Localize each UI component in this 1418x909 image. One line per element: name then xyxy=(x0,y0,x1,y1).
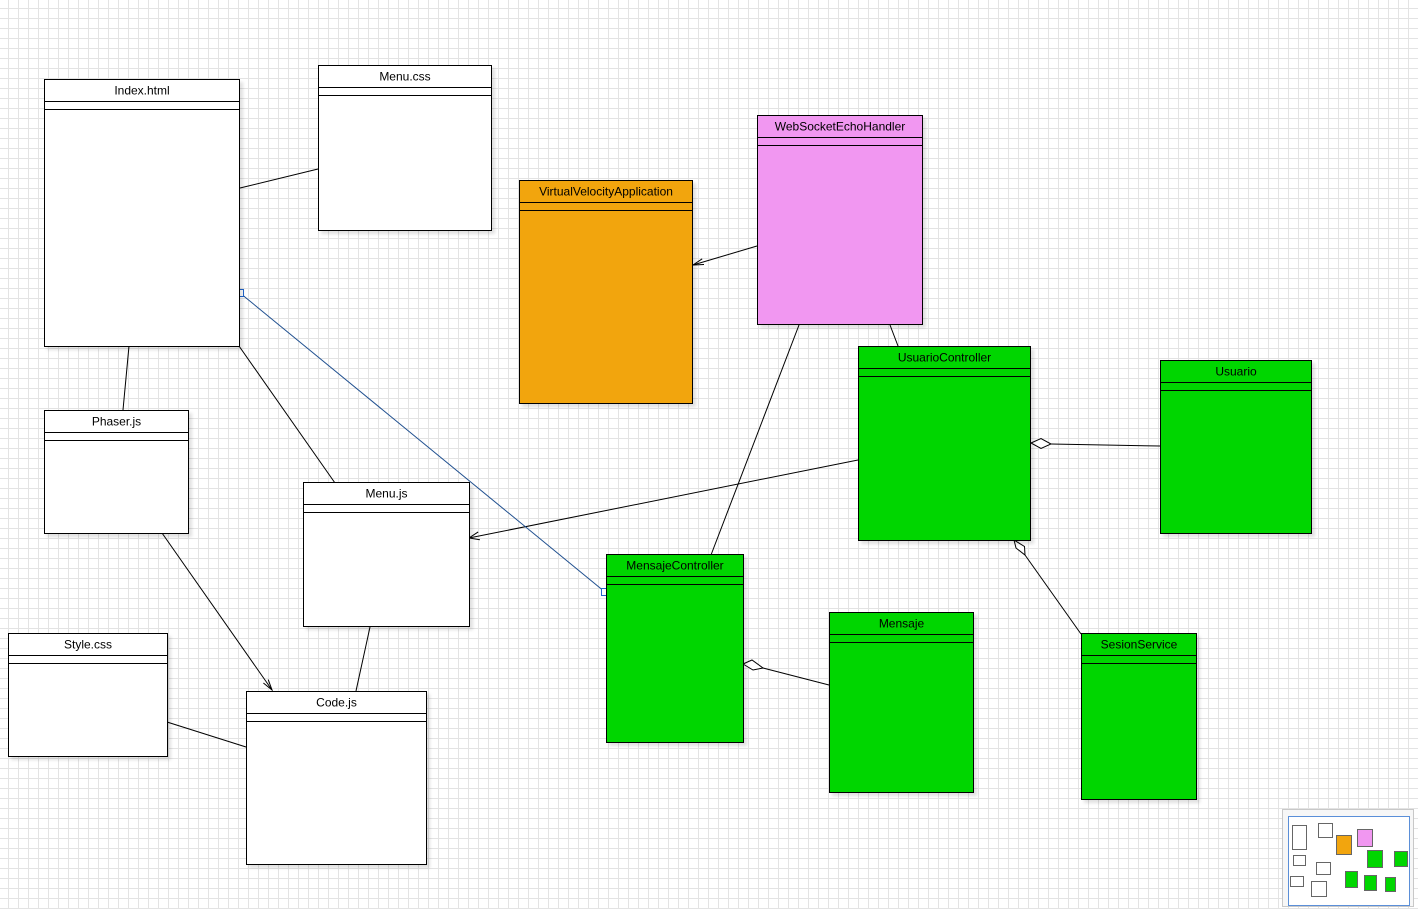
minimap-box-virtualvelocity xyxy=(1336,835,1352,855)
class-body-virtual-velocity xyxy=(519,180,693,404)
minimap-box-usuario xyxy=(1394,851,1408,867)
class-name-code-js: Code.js xyxy=(316,696,357,710)
class-box-phaser-js[interactable]: Phaser.js xyxy=(44,410,189,534)
connector-mensaje-to-mensajecontroller[interactable] xyxy=(762,667,830,686)
connector-index-to-menucss[interactable] xyxy=(239,168,319,189)
connector-menujs-to-code[interactable] xyxy=(355,626,371,692)
aggregation-diamond-usuariocontroller xyxy=(1029,437,1053,450)
class-box-mensaje[interactable]: Mensaje xyxy=(829,612,974,793)
connector-usuariocontroller-to-menujs[interactable] xyxy=(468,459,859,539)
minimap-box-menucss xyxy=(1318,823,1333,838)
minimap-box-websocket xyxy=(1357,829,1373,847)
class-box-usuario[interactable]: Usuario xyxy=(1160,360,1312,534)
minimap-box-code xyxy=(1311,881,1327,897)
class-body-usuario xyxy=(1160,360,1312,534)
class-body-phaser-js xyxy=(44,410,189,534)
class-body-sesion-service xyxy=(1081,633,1197,800)
aggregation-diamond-sesion xyxy=(1013,538,1026,557)
minimap-box-phaser xyxy=(1293,855,1306,866)
minimap-box-usuariocontroller xyxy=(1367,850,1383,868)
class-box-usuario-controller[interactable]: UsuarioController xyxy=(858,346,1031,541)
class-name-websocket-handler: WebSocketEchoHandler xyxy=(775,120,906,134)
minimap-box-index xyxy=(1292,825,1307,850)
minimap-box-mensajecontroller xyxy=(1345,871,1358,888)
class-body-style-css xyxy=(8,633,168,757)
connector-sesionservice-to-usuariocontroller[interactable] xyxy=(1024,554,1082,635)
class-box-index-html[interactable]: Index.html xyxy=(44,79,240,347)
class-name-menu-js: Menu.js xyxy=(365,487,407,501)
arrowhead-code xyxy=(263,679,274,692)
class-body-mensaje xyxy=(829,612,974,793)
class-box-style-css[interactable]: Style.css xyxy=(8,633,168,757)
connector-index-to-menujs[interactable] xyxy=(238,345,336,484)
class-box-code-js[interactable]: Code.js xyxy=(246,691,427,865)
class-box-websocket-handler[interactable]: WebSocketEchoHandler xyxy=(757,115,923,325)
minimap-box-sesion xyxy=(1385,877,1396,892)
class-box-menu-css[interactable]: Menu.css xyxy=(318,65,492,231)
class-name-style-css: Style.css xyxy=(64,638,112,652)
class-name-usuario: Usuario xyxy=(1215,365,1257,379)
minimap-box-menujs xyxy=(1316,862,1331,875)
class-box-menu-js[interactable]: Menu.js xyxy=(303,482,470,627)
class-box-sesion-service[interactable]: SesionService xyxy=(1081,633,1197,800)
class-name-index-html: Index.html xyxy=(114,84,169,98)
minimap-viewport[interactable] xyxy=(1288,816,1410,906)
class-name-mensaje: Mensaje xyxy=(879,617,925,631)
class-box-virtual-velocity[interactable]: VirtualVelocityApplication xyxy=(519,180,693,404)
class-body-menu-js xyxy=(303,482,470,627)
minimap-box-mensaje xyxy=(1364,875,1377,891)
class-body-code-js xyxy=(246,691,427,865)
class-body-mensaje-controller xyxy=(606,554,744,743)
selected-connector-index-to-mensajecontroller[interactable] xyxy=(239,292,606,593)
connector-usuario-to-usuariocontroller[interactable] xyxy=(1050,443,1161,447)
class-name-menu-css: Menu.css xyxy=(379,70,430,84)
class-box-mensaje-controller[interactable]: MensajeController xyxy=(606,554,744,743)
class-body-usuario-controller xyxy=(858,346,1031,541)
class-name-sesion-service: SesionService xyxy=(1101,638,1178,652)
class-name-usuario-controller: UsuarioController xyxy=(898,351,991,365)
connector-index-to-phaser[interactable] xyxy=(122,345,130,411)
class-body-menu-css xyxy=(318,65,492,231)
connector-phaser-to-code[interactable] xyxy=(161,532,273,691)
minimap-panel[interactable] xyxy=(1282,809,1414,907)
aggregation-diamond-mensajecontroller xyxy=(741,659,765,671)
connector-websocket-to-mensajecontroller[interactable] xyxy=(710,324,800,556)
connector-websocket-to-usuariocontroller[interactable] xyxy=(889,324,899,347)
class-name-mensaje-controller: MensajeController xyxy=(626,559,723,573)
class-body-websocket-handler xyxy=(757,115,923,325)
minimap-box-style xyxy=(1290,876,1304,887)
connector-style-to-code[interactable] xyxy=(166,721,247,748)
class-body-index-html xyxy=(44,79,240,347)
class-name-phaser-js: Phaser.js xyxy=(92,415,141,429)
connector-websocket-to-virtualvelocity[interactable] xyxy=(692,245,758,266)
class-name-virtual-velocity: VirtualVelocityApplication xyxy=(539,185,673,199)
